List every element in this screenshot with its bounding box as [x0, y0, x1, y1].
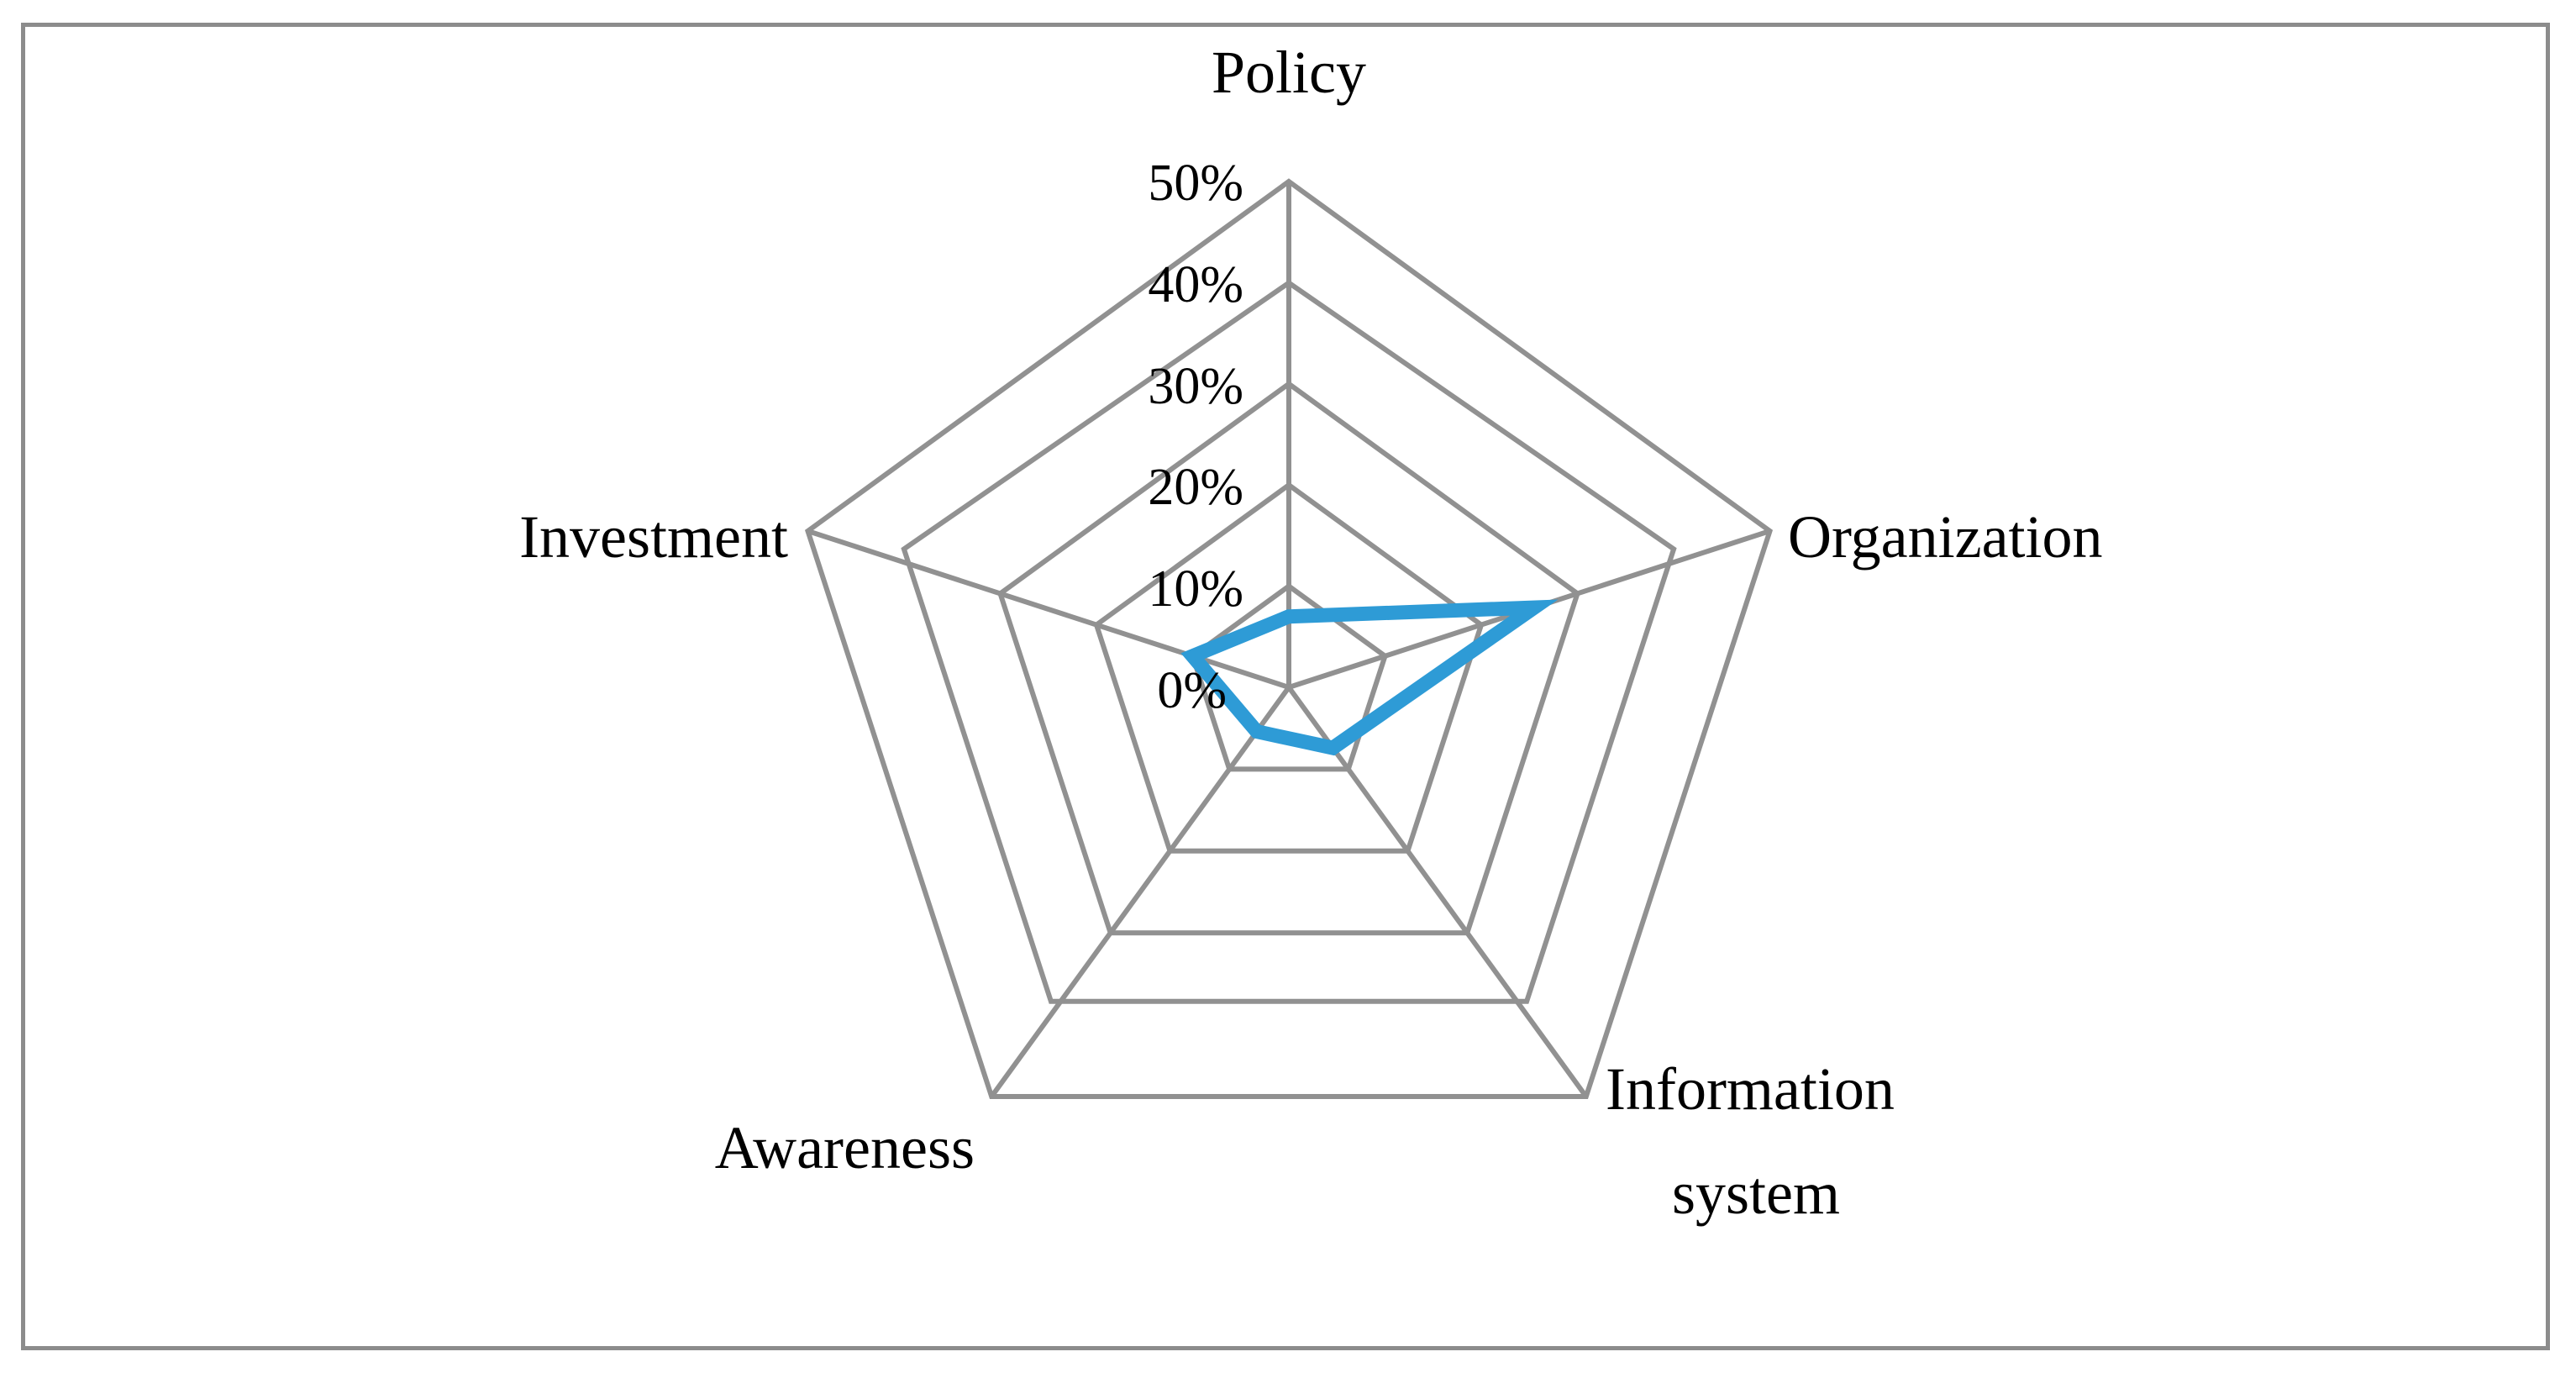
grid-ring-30 — [996, 381, 1581, 936]
grid-ring-40 — [901, 279, 1677, 1004]
axis-label-investment: Investment — [519, 503, 788, 571]
axis-label-organization: Organization — [1788, 503, 2103, 571]
tick-label-0: 0% — [1157, 662, 1227, 719]
data-series-polygon — [1180, 599, 1559, 756]
tick-label-40: 40% — [1148, 256, 1243, 313]
axis-spoke-investment — [807, 529, 1290, 690]
tick-label-10: 10% — [1148, 560, 1243, 618]
axis-label-information-system-line2: system — [1672, 1160, 1840, 1227]
axis-label-awareness: Awareness — [715, 1114, 975, 1181]
grid-ring-50 — [804, 178, 1774, 1099]
tick-label-30: 30% — [1148, 358, 1243, 415]
axis-spoke-information-system — [1286, 686, 1589, 1098]
tick-label-50: 50% — [1148, 155, 1243, 212]
axis-label-policy: Policy — [1212, 39, 1366, 106]
tick-label-20: 20% — [1148, 459, 1243, 516]
axis-label-information-system-line1: Information — [1606, 1055, 1895, 1123]
axis-spoke-awareness — [989, 686, 1291, 1098]
grid-ring-20 — [1093, 481, 1485, 854]
